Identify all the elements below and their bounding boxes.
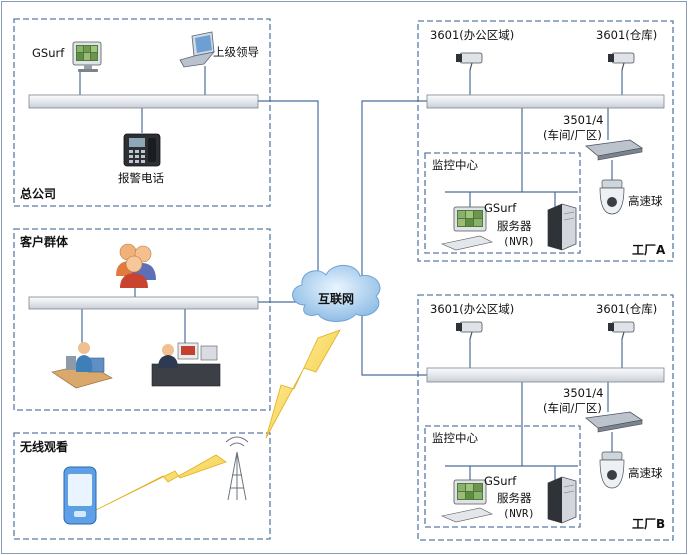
- factory-b-speed-dome-label: 高速球: [628, 466, 663, 480]
- factory-b-cam-office-label: 3601(办公区域): [430, 302, 515, 316]
- factory-b-encoder-model: 3501/4: [563, 386, 604, 400]
- monitor-center-b-box: [424, 425, 581, 528]
- factory-a-monitor-center-label: 监控中心: [432, 158, 478, 172]
- office-worker-icon: [51, 342, 113, 389]
- factory-a-title: 工厂A: [632, 243, 666, 257]
- factory-a-bus: [426, 94, 665, 109]
- factory-a-cam-warehouse-label: 3601(仓库): [596, 28, 658, 42]
- factory-a-cam-office-label: 3601(办公区域): [430, 28, 515, 42]
- antenna-tower-icon: [225, 436, 249, 501]
- service-desk-icon: [151, 342, 221, 387]
- camera-office-a-icon: [456, 52, 483, 71]
- factory-a-box: [417, 20, 674, 262]
- hq-box: [13, 18, 271, 207]
- internet-cloud-icon: [292, 264, 381, 322]
- laptop-icon: [179, 31, 216, 68]
- customers-bus: [28, 296, 259, 310]
- factory-b-nvr-label: (NVR): [503, 508, 535, 520]
- nvr-server-b-icon: [547, 476, 577, 524]
- encoder-a-icon: [585, 139, 644, 161]
- factory-b-gsurf-label: GSurf: [484, 474, 517, 488]
- alarm-phone-label: 报警电话: [118, 171, 164, 185]
- customers-box: [13, 228, 271, 411]
- monitor-center-a-box: [424, 152, 581, 254]
- factory-b-box: [417, 294, 674, 541]
- camera-office-b-icon: [456, 321, 483, 340]
- alarm-phone-icon: [123, 133, 161, 167]
- camera-warehouse-b-icon: [608, 321, 635, 340]
- factory-a-nvr-label: (NVR): [503, 236, 535, 248]
- speed-dome-b-icon: [599, 451, 625, 489]
- leader-label: 上级领导: [213, 45, 259, 59]
- gsurf-monitor-a-icon: [441, 206, 493, 251]
- factory-b-title: 工厂B: [632, 517, 666, 531]
- factory-a-speed-dome-label: 高速球: [628, 194, 663, 208]
- wireless-bolt-lower: [95, 454, 227, 511]
- factory-b-cam-warehouse-label: 3601(仓库): [596, 302, 658, 316]
- factory-b-server-label: 服务器: [497, 491, 532, 505]
- hq-bus: [28, 94, 259, 109]
- factory-a-encoder-location: (车间/厂区): [543, 128, 602, 142]
- factory-b-bus: [426, 367, 665, 383]
- customers-title: 客户群体: [20, 235, 69, 249]
- user-group-icon: [116, 243, 156, 288]
- factory-b-encoder-location: (车间/厂区): [543, 401, 602, 415]
- nvr-server-a-icon: [547, 203, 577, 251]
- factory-a-server-label: 服务器: [497, 219, 532, 233]
- hq-title: 总公司: [20, 187, 57, 201]
- encoder-b-icon: [585, 411, 644, 433]
- factory-a-encoder-model: 3501/4: [563, 113, 604, 127]
- factory-b-monitor-center-label: 监控中心: [432, 431, 478, 445]
- factory-a-gsurf-label: GSurf: [484, 201, 517, 215]
- internet-label: 互联网: [318, 292, 355, 306]
- smartphone-icon: [63, 466, 97, 525]
- speed-dome-a-icon: [599, 179, 625, 215]
- wireless-box: [13, 432, 271, 540]
- gsurf-monitor-b-icon: [441, 479, 493, 523]
- wireless-bolt-upper: [265, 329, 341, 439]
- hq-gsurf-label: GSurf: [32, 46, 65, 60]
- camera-warehouse-a-icon: [608, 52, 635, 71]
- wireless-title: 无线观看: [20, 440, 69, 454]
- gsurf-monitor-icon: [72, 41, 102, 72]
